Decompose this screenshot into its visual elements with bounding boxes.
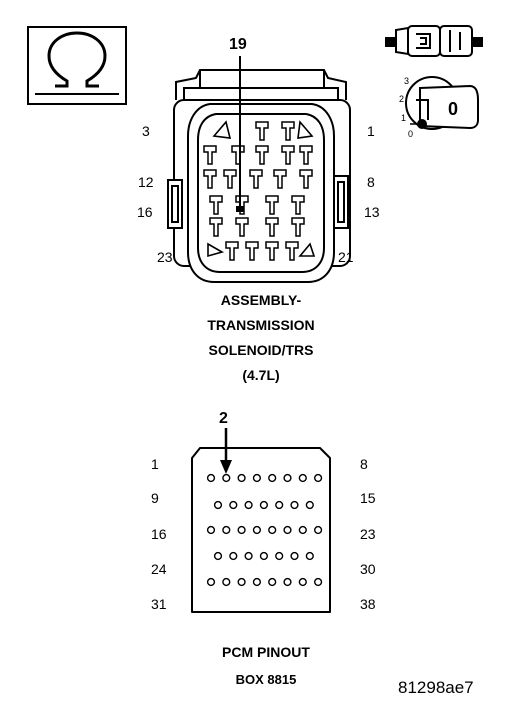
pcm-pin-hole (229, 500, 238, 510)
pcm-pin-hole (275, 551, 284, 561)
pcm-row-end-3: 23 (360, 526, 376, 542)
connector-terminal-pin (291, 195, 305, 215)
key-letter: 0 (448, 99, 459, 119)
connector-title-line-2: TRANSMISSION (207, 317, 315, 333)
connector-terminal-pin (203, 169, 217, 189)
pcm-row-end-5: 38 (360, 596, 376, 612)
connector-title-line-4: (4.7L) (242, 367, 280, 383)
pcm-pin-hole (213, 500, 223, 510)
pin-label-23: 23 (157, 249, 173, 265)
pcm-pin-hole (206, 525, 216, 535)
pcm-pin-hole (237, 577, 246, 587)
connector-terminal-pin (203, 145, 217, 165)
pin-label-1: 1 (367, 123, 375, 139)
pin-label-21: 21 (338, 249, 354, 265)
connector-title-line-1: ASSEMBLY- (220, 292, 302, 308)
connector-terminal-pin (245, 241, 259, 261)
pcm-row-start-5: 31 (151, 596, 167, 612)
pcm-pin-hole (222, 473, 231, 483)
pcm-pin-hole (283, 577, 292, 587)
connector-terminal-pin (299, 169, 313, 189)
pcm-pin-hole (283, 473, 292, 483)
pcm-pin-hole (259, 551, 269, 561)
key-position-0: 0 (408, 129, 414, 139)
pcm-pin-hole (237, 473, 246, 483)
pcm-pin-hole (314, 525, 323, 535)
pcm-pin-hole (222, 577, 231, 587)
pcm-pin-hole (298, 577, 307, 587)
pcm-row-end-2: 15 (360, 490, 376, 506)
pin-label-3: 3 (142, 123, 150, 139)
pcm-row-start-1: 1 (151, 456, 159, 472)
pcm-pin-hole (206, 577, 216, 587)
pcm-pin-hole (290, 551, 299, 561)
pcm-pin-hole (229, 551, 238, 561)
connector-terminal-pin (291, 217, 305, 237)
pcm-pin-hole (290, 500, 299, 510)
pcm-pin-hole (252, 525, 262, 535)
key-position-2: 2 (399, 94, 405, 104)
pcm-subtitle: BOX 8815 (235, 672, 297, 687)
pcm-pin-hole (298, 473, 307, 483)
pcm-pin-hole (237, 525, 246, 535)
pcm-pin-hole (268, 577, 277, 587)
pcm-row-start-2: 9 (151, 490, 159, 506)
connector-terminal-pin (209, 195, 223, 215)
pcm-pin-hole (213, 551, 223, 561)
pin-callout-label: 19 (229, 36, 247, 53)
pcm-pin-hole (252, 473, 262, 483)
pcm-pin-hole (298, 525, 307, 535)
connector-terminal-pin (255, 121, 269, 141)
pcm-pin-hole (268, 473, 277, 483)
pcm-pin-hole (305, 500, 314, 510)
ohm-symbol-box (27, 26, 127, 105)
connector-terminal-pin (281, 145, 295, 165)
pcm-pin-hole (283, 525, 292, 535)
pcm-pin-hole (268, 525, 277, 535)
connector-terminal-pin (231, 145, 245, 165)
connector-terminal-pin (209, 217, 223, 237)
connector-terminal-pin (273, 169, 287, 189)
pcm-pin-hole (314, 577, 323, 587)
connector-terminal-pin (235, 217, 249, 237)
pcm-pin-hole (244, 500, 253, 510)
pcm-pin-hole (252, 577, 262, 587)
pcm-row-start-4: 24 (151, 561, 167, 577)
pcm-pin-hole (275, 500, 284, 510)
connector-terminal-pin (255, 145, 269, 165)
connector-terminal-pin (235, 195, 249, 215)
ohm-symbol-icon (35, 31, 119, 95)
pin-label-8: 8 (367, 174, 375, 190)
pcm-pin-hole (314, 473, 323, 483)
connector-terminal-pin (299, 145, 313, 165)
pcm-row-end-4: 30 (360, 561, 376, 577)
pcm-title: PCM PINOUT (222, 644, 310, 660)
pcm-row-start-3: 16 (151, 526, 167, 542)
connector-terminal-pin (265, 217, 279, 237)
pin-label-12: 12 (138, 174, 154, 190)
connector-terminal-pin (249, 169, 263, 189)
pcm-row-end-1: 8 (360, 456, 368, 472)
connector-terminal-pin (285, 241, 299, 261)
pcm-pin-hole (222, 525, 231, 535)
connector-terminal-pin (223, 169, 237, 189)
connector-terminal-pin (225, 241, 239, 261)
pcm-pin-hole (206, 473, 216, 483)
pin-label-13: 13 (364, 204, 380, 220)
pcm-pin-hole (305, 551, 314, 561)
connector-terminal-pin (281, 121, 295, 141)
connector-terminal-pin (265, 195, 279, 215)
pin-label-16: 16 (137, 204, 153, 220)
figure-id: 81298ae7 (398, 678, 474, 697)
pcm-pin-hole (259, 500, 269, 510)
pcm-callout-label: 2 (219, 410, 228, 427)
connector-title-line-3: SOLENOID/TRS (208, 342, 314, 358)
key-position-3: 3 (404, 76, 410, 86)
connector-terminal-pin (265, 241, 279, 261)
key-position-1: 1 (401, 113, 407, 123)
pcm-pin-hole (244, 551, 253, 561)
